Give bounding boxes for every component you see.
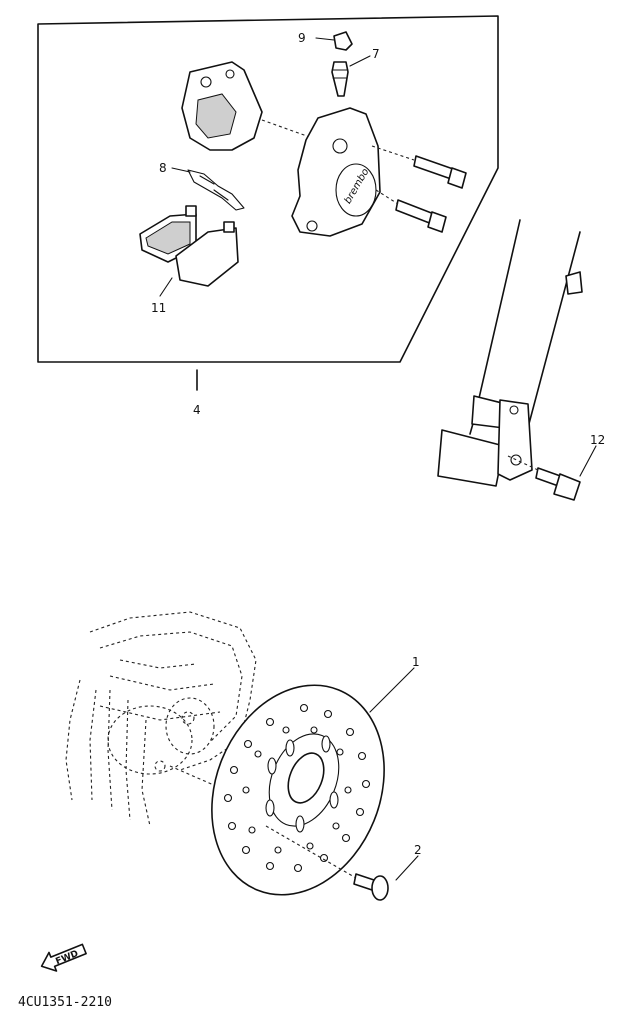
callout-9: 9: [298, 31, 306, 45]
caliper-bolt-lower: [375, 189, 447, 233]
caliper-assembly-frame: [37, 15, 499, 391]
callout-4: 4: [193, 403, 201, 417]
bleed-screw-cap: [333, 31, 353, 51]
callout-7: 7: [372, 47, 380, 61]
callout-12: 12: [590, 433, 605, 447]
brake-pad-set: [139, 205, 239, 287]
callout-8: 8: [159, 161, 167, 175]
wheel-hub-outline: [65, 611, 257, 827]
brake-disc: [211, 684, 385, 896]
callout-11: 11: [151, 301, 166, 315]
caliper-bracket: [181, 61, 319, 151]
callout-2: 2: [414, 843, 422, 857]
fwd-label: FWD: [54, 949, 80, 967]
fwd-arrow: FWD: [40, 943, 87, 972]
diagram-code: 4CU1351-2210: [18, 995, 112, 1010]
front-fork-leg: [437, 219, 583, 487]
bleed-screw: [331, 61, 349, 97]
pad-spring: [187, 169, 245, 211]
caliper-bolt-upper: [371, 145, 467, 189]
axle-pinch-bolt: [507, 455, 581, 501]
callout-1: 1: [412, 655, 420, 669]
disc-bolt: [265, 825, 389, 901]
caliper-body: brembo: [291, 107, 381, 237]
